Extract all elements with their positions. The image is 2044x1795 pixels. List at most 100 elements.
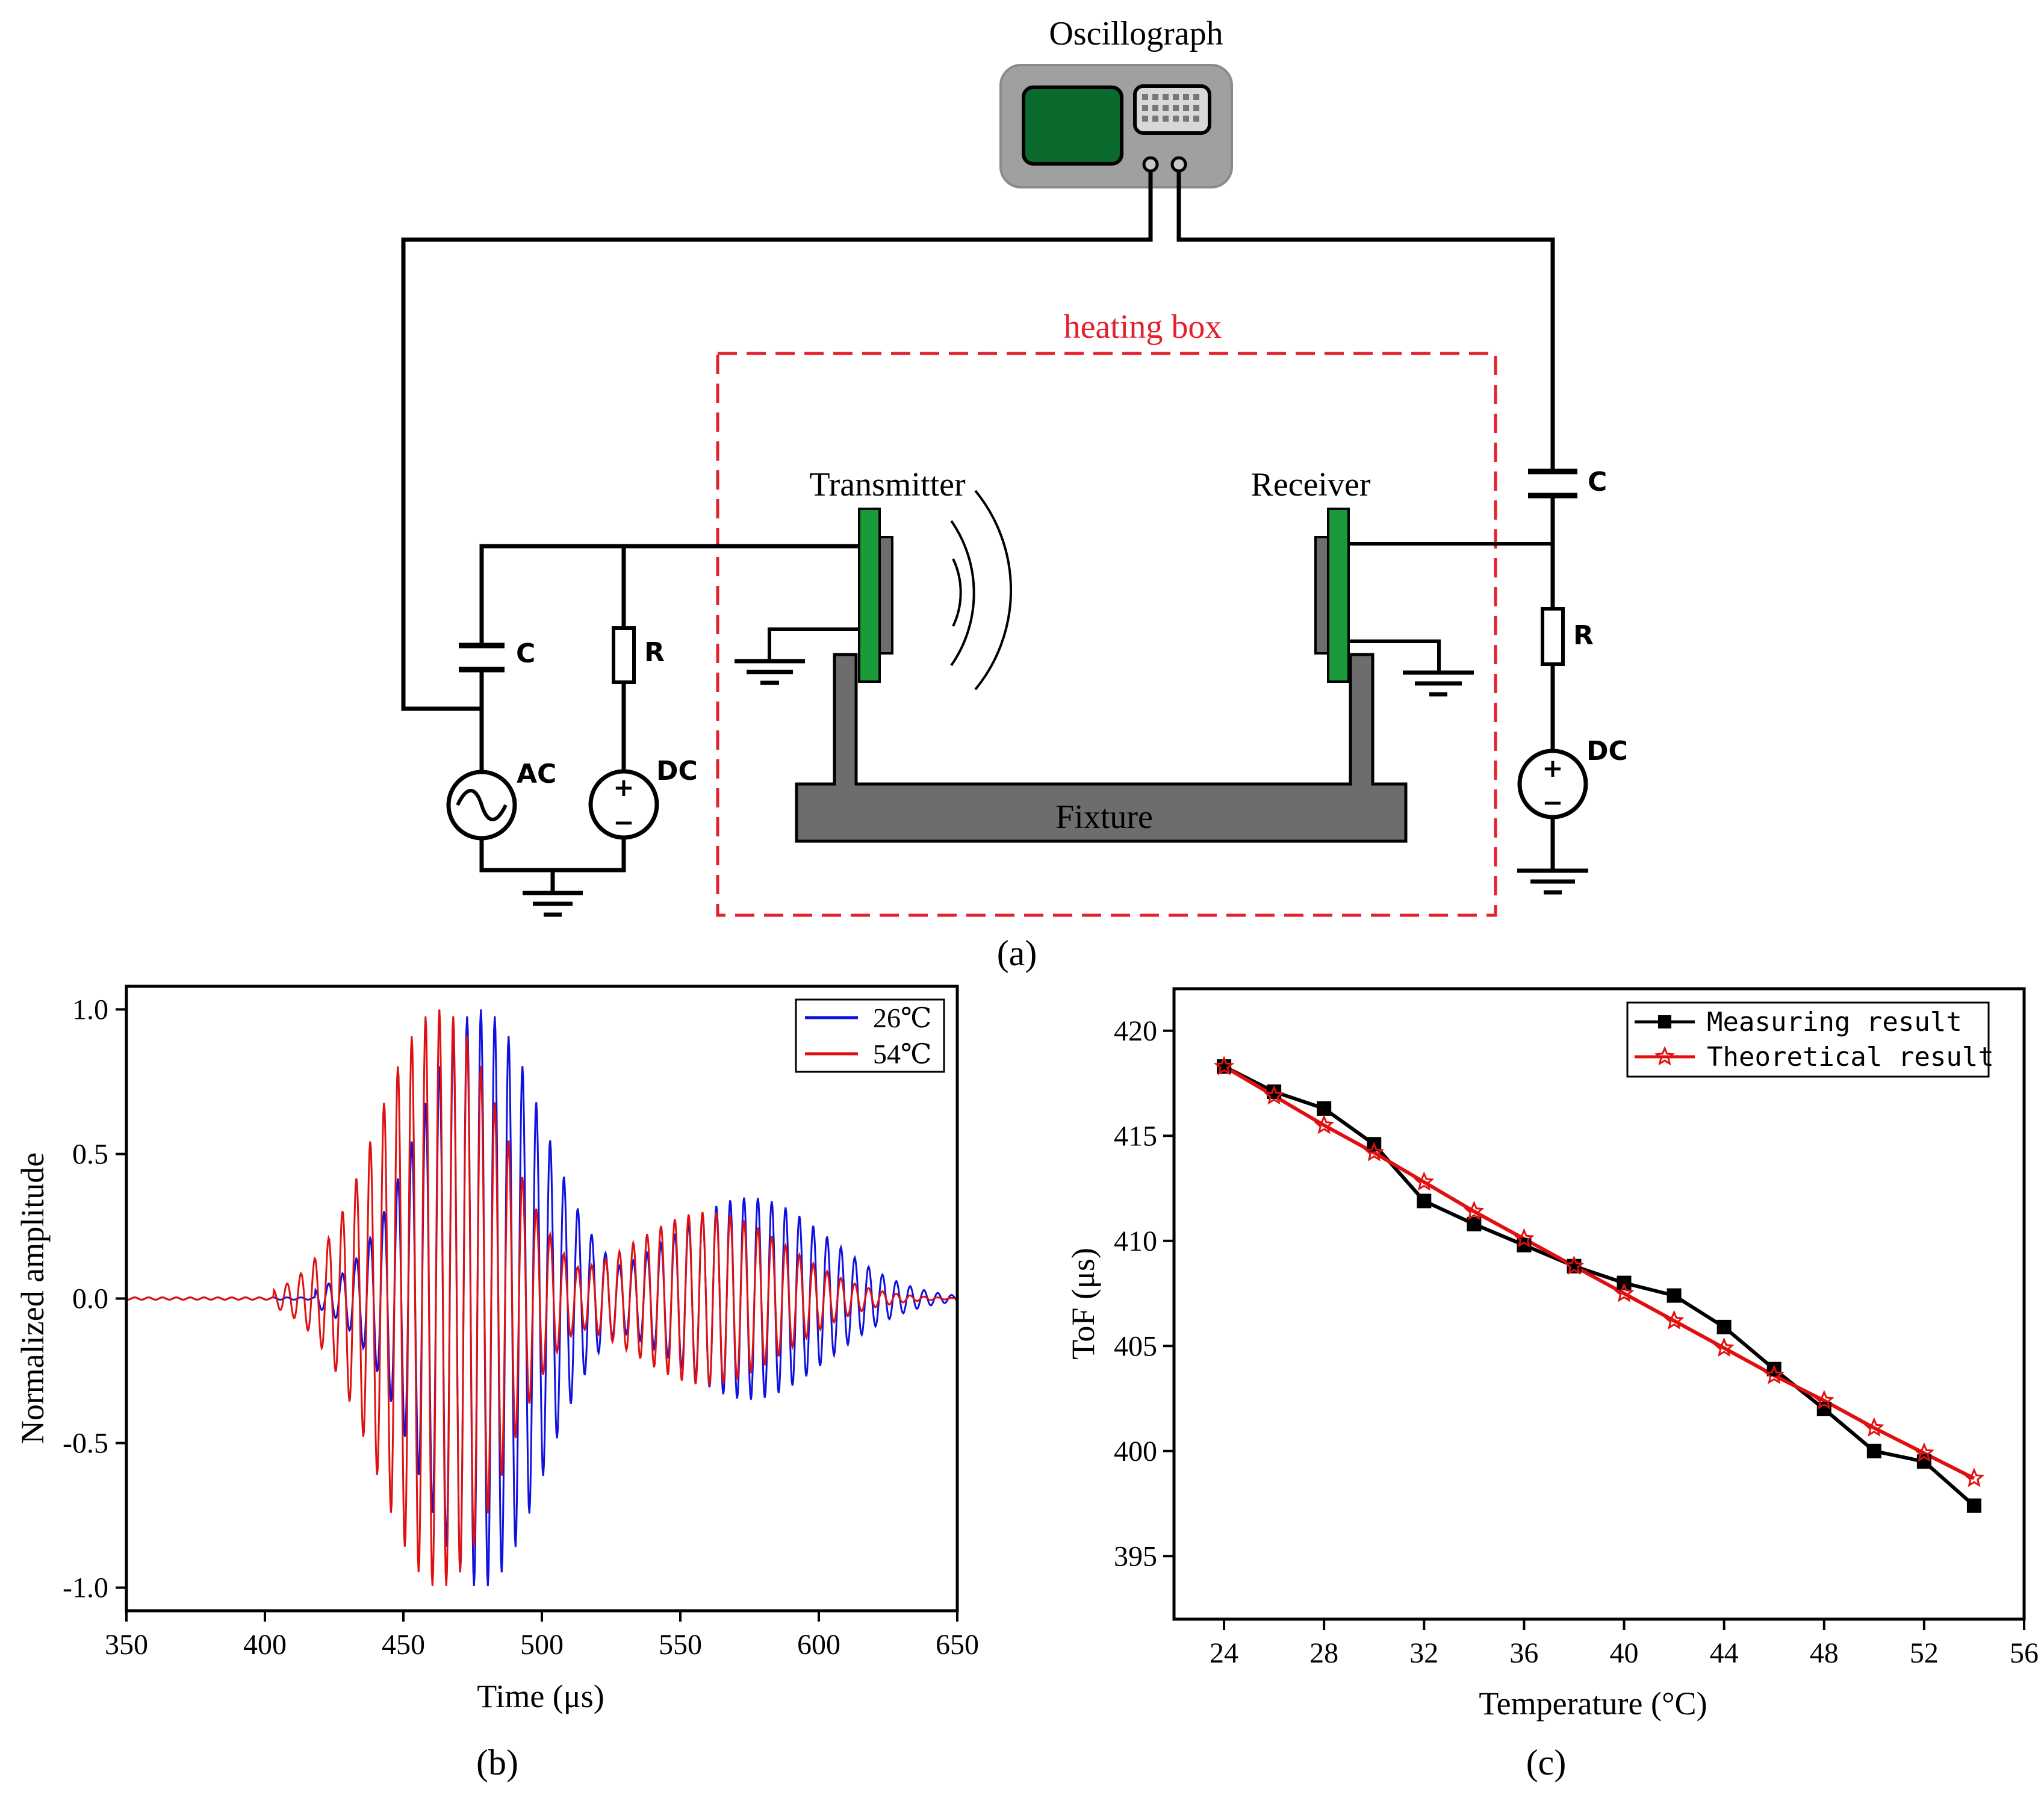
waveform-y-tick-label: 1.0	[72, 994, 108, 1025]
waveform-x-tick-label: 600	[797, 1629, 840, 1661]
tof-legend: Measuring result Theoretical result	[1626, 1001, 1994, 1078]
tof-x-tick-label: 36	[1509, 1637, 1538, 1669]
left-ground-icon	[523, 870, 583, 917]
tof-point-theoretical	[1963, 1467, 1985, 1487]
legend-marker-square	[1658, 1015, 1671, 1028]
keypad-key	[1152, 94, 1158, 100]
waveform-x-tick-label: 500	[520, 1629, 564, 1661]
tof-point-measuring	[1417, 1193, 1432, 1209]
transmitter-backing	[878, 536, 893, 655]
waveform-legend-box	[795, 998, 945, 1073]
waveform-x-tick-label: 450	[382, 1629, 425, 1661]
tof-point-measuring	[1866, 1443, 1881, 1458]
tof-point-theoretical	[1663, 1310, 1685, 1330]
waveform-y-tick-label: 0.5	[72, 1138, 108, 1170]
tof-x-tick-label: 44	[1710, 1637, 1739, 1669]
keypad-key	[1193, 116, 1199, 122]
waveform-legend: 26℃ 54℃	[795, 998, 945, 1073]
waveform-series-54c	[126, 1009, 958, 1586]
tof-point-theoretical	[1464, 1201, 1485, 1221]
legend-marker-star	[1654, 1046, 1676, 1066]
tof-x-tick-label: 28	[1309, 1637, 1338, 1669]
receiver-label: Receiver	[1251, 466, 1371, 503]
tof-point-theoretical	[1713, 1337, 1735, 1357]
ultrasonic-wave-icon	[950, 490, 1012, 691]
legend-label-theoretical: Theoretical result	[1707, 1042, 1994, 1072]
oscillograph-probe-port-2	[1170, 156, 1187, 173]
tof-x-tick-label: 32	[1409, 1637, 1438, 1669]
tof-x-tick-label: 40	[1610, 1637, 1639, 1669]
tof-plot-area	[1213, 1056, 1985, 1513]
left-dc-source-symbol	[588, 769, 659, 840]
keypad-key	[1193, 94, 1199, 100]
keypad-key	[1142, 105, 1148, 111]
transmitter-label: Transmitter	[809, 466, 966, 503]
caption-b: (b)	[476, 1743, 518, 1782]
tof-point-theoretical	[1414, 1171, 1435, 1191]
tof-point-theoretical	[1813, 1390, 1834, 1410]
keypad-key	[1142, 94, 1148, 100]
tof-point-measuring	[1317, 1101, 1332, 1116]
tof-series-theoretical	[1223, 1065, 1975, 1480]
tof-y-axis-label: ToF (μs)	[1065, 1248, 1101, 1360]
tof-point-theoretical	[1913, 1442, 1934, 1462]
waveform-y-tick-label: -1.0	[63, 1572, 108, 1604]
waveform-y-tick-label: -0.5	[63, 1428, 108, 1460]
tof-legend-box	[1626, 1001, 1990, 1078]
waveform-x-tick-label: 350	[105, 1629, 148, 1661]
keypad-key	[1152, 105, 1158, 111]
waveform-x-tick-label: 400	[243, 1629, 287, 1661]
legend-label-measuring: Measuring result	[1707, 1007, 1962, 1037]
waveform-y-tick-label: 0.0	[72, 1283, 108, 1315]
right-capacitor-label: C	[1588, 467, 1607, 497]
probe-wire-receiver	[1176, 171, 1555, 471]
sine-wave-icon	[456, 789, 508, 821]
probe-wire-transmitter	[401, 171, 1153, 711]
waveform-y-ticks: -1.0 -0.5 0.0 0.5 1.0	[63, 994, 126, 1604]
fixture-label: Fixture	[1055, 798, 1153, 836]
tof-x-tick-label: 52	[1910, 1637, 1939, 1669]
oscillograph-device	[999, 64, 1233, 188]
caption-c: (c)	[1526, 1743, 1567, 1782]
left-wire-top	[479, 544, 860, 646]
keypad-key	[1163, 105, 1169, 111]
tof-y-tick-label: 410	[1114, 1225, 1157, 1257]
waveform-x-axis-label: Time (μs)	[477, 1678, 604, 1714]
right-dc-label: DC	[1586, 736, 1628, 767]
caption-a: (a)	[997, 933, 1037, 973]
keypad-key	[1142, 116, 1148, 122]
keypad-key	[1163, 94, 1169, 100]
tof-y-tick-label: 395	[1114, 1540, 1157, 1572]
ac-label: AC	[517, 759, 556, 789]
legend-label-54c: 54℃	[873, 1039, 931, 1069]
tof-x-tick-label: 48	[1810, 1637, 1839, 1669]
waveform-x-tick-label: 650	[936, 1629, 979, 1661]
left-capacitor-label: C	[516, 638, 535, 669]
tof-point-measuring	[1716, 1319, 1732, 1334]
tof-point-theoretical	[1364, 1142, 1385, 1162]
keypad-key	[1163, 116, 1169, 122]
tof-point-theoretical	[1614, 1283, 1635, 1302]
tof-point-theoretical	[1264, 1085, 1285, 1105]
left-wire-bottom	[479, 838, 626, 873]
left-dc-label: DC	[656, 756, 698, 786]
left-dc-minus: −	[613, 807, 634, 837]
tof-point-measuring	[1667, 1288, 1682, 1303]
keypad-key	[1152, 116, 1158, 122]
receiver-ground-wire	[1349, 639, 1441, 671]
tof-point-theoretical	[1514, 1228, 1535, 1248]
fixture-body	[795, 653, 1408, 843]
heating-box-outline	[716, 352, 1497, 917]
tof-y-tick-label: 405	[1114, 1330, 1157, 1362]
keypad-keys	[1142, 94, 1199, 122]
tof-y-tick-label: 400	[1114, 1436, 1157, 1467]
left-resistor-symbol	[612, 626, 636, 684]
keypad-key	[1183, 94, 1189, 100]
oscillograph-probe-port-1	[1142, 156, 1159, 173]
transmitter-ground-icon	[735, 659, 805, 685]
left-dc-plus: +	[613, 773, 634, 802]
right-resistor-symbol	[1541, 607, 1565, 666]
